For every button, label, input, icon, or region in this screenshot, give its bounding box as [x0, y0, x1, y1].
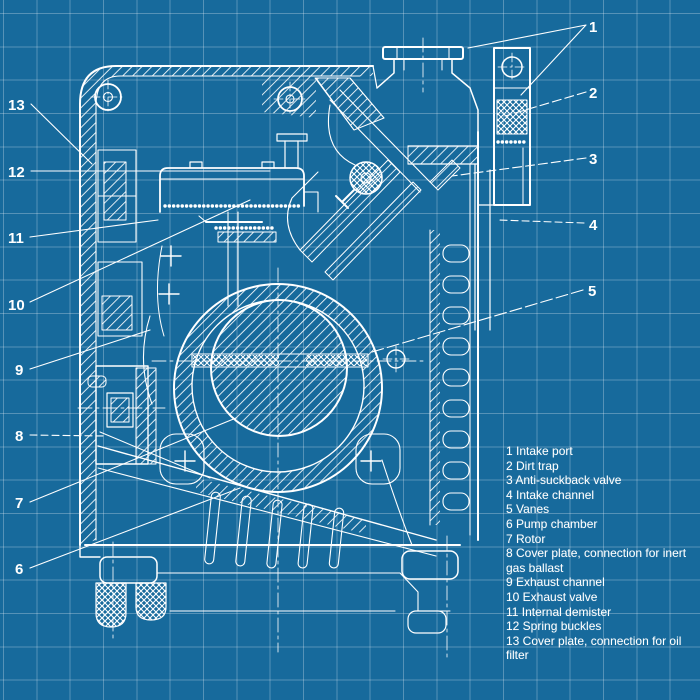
callout-7: 7 — [15, 495, 23, 512]
legend-item: 1 Intake port — [506, 444, 573, 458]
left-cover-plates — [77, 149, 166, 465]
callout-5: 5 — [588, 283, 596, 300]
callout-9: 9 — [15, 362, 23, 379]
legend-item: 10 Exhaust valve — [506, 589, 598, 604]
legend-item: 7 Rotor — [506, 531, 546, 546]
callout-3: 3 — [589, 151, 597, 168]
legend-item: 6 Pump chamber — [506, 516, 598, 531]
pump-chamber — [151, 245, 425, 653]
rotor — [210, 299, 348, 437]
callout-2: 2 — [589, 85, 597, 102]
gas-ballast-cover — [77, 365, 166, 465]
dirt-trap-pipe — [477, 47, 531, 206]
oil-sump — [97, 431, 437, 557]
legend-item: 13 Cover plate, connection for oil filte… — [506, 633, 682, 663]
legend-item: 4 Intake channel — [506, 487, 595, 502]
intake-port-flange — [372, 37, 479, 133]
legend-item: 2 Dirt trap — [506, 458, 559, 473]
callout-numbers: 13 12 11 10 9 8 7 6 1 2 3 4 5 — [8, 19, 598, 578]
callout-10: 10 — [8, 297, 25, 314]
cooling-fins-right — [429, 131, 479, 541]
exhaust-channel-wall — [142, 315, 153, 405]
legend-item: 8 Cover plate, connection for inert gas … — [506, 546, 687, 575]
leader-lines — [29, 24, 587, 569]
vane — [191, 353, 369, 368]
callout-12: 12 — [8, 164, 25, 181]
callout-4: 4 — [589, 217, 598, 234]
legend-item: 12 Spring buckles — [506, 619, 602, 634]
callout-13: 13 — [8, 97, 25, 114]
callout-8: 8 — [15, 428, 23, 445]
callout-1: 1 — [589, 19, 597, 36]
legend-item: 5 Vanes — [506, 502, 550, 517]
anti-suckback-valve — [286, 89, 461, 281]
callout-6: 6 — [15, 561, 23, 578]
demister-box — [159, 133, 319, 307]
legend-item: 11 Internal demister — [506, 604, 612, 619]
legend: 1 Intake port 2 Dirt trap 3 Anti-suckbac… — [506, 444, 700, 663]
legend-item: 3 Anti-suckback valve — [506, 473, 622, 488]
base-and-feet — [79, 535, 461, 658]
cooling-fins-bottom — [196, 478, 366, 569]
legend-item: 9 Exhaust channel — [506, 575, 605, 590]
callout-11: 11 — [8, 230, 24, 247]
